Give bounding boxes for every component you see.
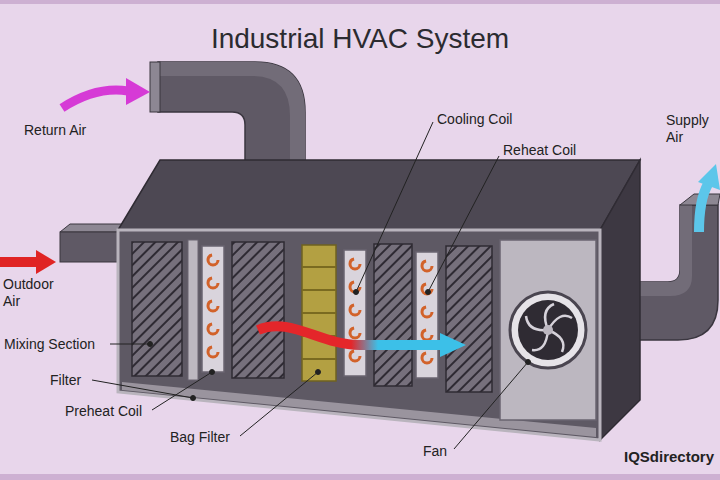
flow-label: Outdoor Air (3, 276, 61, 310)
flow-label: Supply Air (666, 112, 716, 146)
watermark: IQSdirectory (624, 448, 714, 466)
part-label: Mixing Section (4, 336, 95, 353)
flow-label: Return Air (24, 122, 86, 139)
part-label: Bag Filter (170, 429, 230, 446)
part-label: Cooling Coil (437, 111, 512, 128)
diagram-title: Industrial HVAC System (0, 22, 720, 56)
part-label: Filter (50, 372, 81, 389)
part-label: Fan (423, 443, 447, 460)
part-label: Preheat Coil (65, 403, 142, 420)
part-label: Reheat Coil (503, 142, 576, 159)
